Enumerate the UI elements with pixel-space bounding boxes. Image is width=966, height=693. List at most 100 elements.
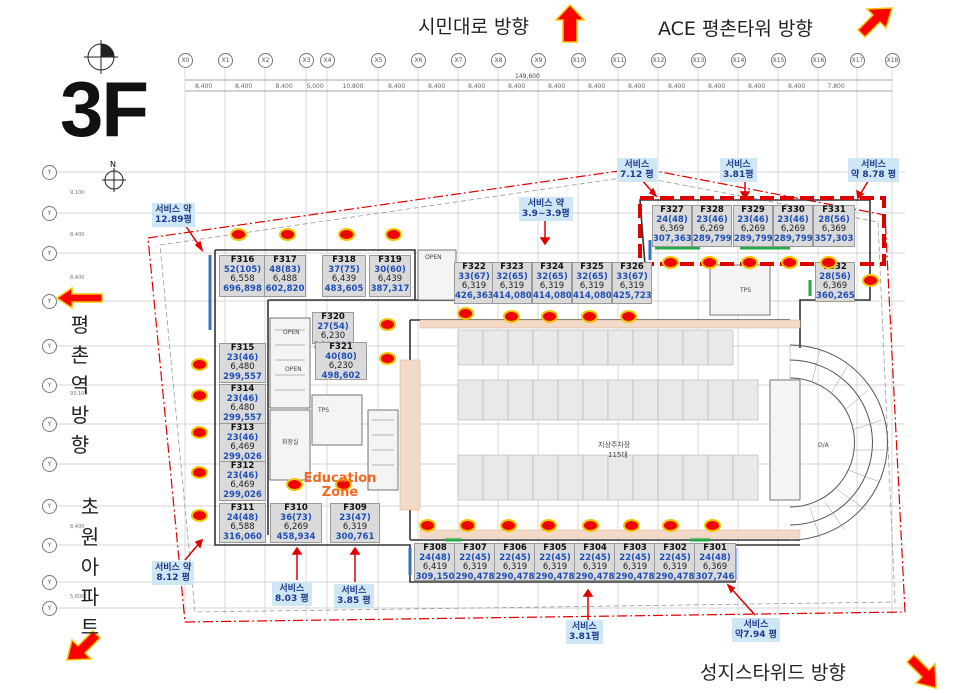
callout-line: 3.9~3.9평 bbox=[522, 209, 570, 219]
unit-pyeong: 33(67) bbox=[616, 271, 648, 282]
unit-id: F332 bbox=[823, 262, 847, 272]
unit-pyeong: 27(54) bbox=[317, 321, 349, 332]
location-marker bbox=[741, 256, 758, 269]
unit-price: 290,478 bbox=[455, 571, 495, 582]
unit-id: F330 bbox=[781, 205, 805, 215]
svg-text:93,100: 93,100 bbox=[70, 391, 88, 397]
unit-id: F303 bbox=[623, 543, 647, 553]
location-marker bbox=[704, 519, 721, 532]
unit-id: F304 bbox=[583, 543, 607, 553]
location-marker bbox=[541, 310, 558, 323]
unit-price: 414,080 bbox=[533, 290, 572, 301]
unit-pyeong: 23(46) bbox=[696, 214, 728, 225]
grid-x-marker: X8 bbox=[491, 53, 506, 68]
unit-id: F310 bbox=[284, 503, 308, 513]
direction-char: 초 bbox=[80, 495, 100, 519]
unit-price: 290,478 bbox=[655, 571, 695, 582]
location-marker bbox=[781, 256, 798, 269]
unit-id: F317 bbox=[273, 255, 297, 265]
unit-pyeong: 37(75) bbox=[328, 264, 360, 275]
grid-x-marker: X2 bbox=[258, 53, 273, 68]
callout-line: 서비스 약 bbox=[155, 205, 192, 215]
unit-price: 290,478 bbox=[495, 571, 535, 582]
unit-pyeong: 22(45) bbox=[459, 552, 491, 563]
unit-price: 299,026 bbox=[223, 451, 262, 462]
unit-price: 290,478 bbox=[615, 571, 655, 582]
unit-pyeong: 52(105) bbox=[223, 264, 262, 275]
grid-y-marker: Y bbox=[42, 601, 57, 616]
unit-area: 6,439 bbox=[377, 274, 403, 285]
grid-y-marker: Y bbox=[42, 378, 57, 393]
unit-id: F318 bbox=[332, 255, 356, 265]
unit-area: 6,480 bbox=[230, 362, 255, 373]
direction-ace-tower: ACE 평촌타워 방향 bbox=[658, 18, 813, 40]
location-marker bbox=[457, 307, 474, 320]
location-marker bbox=[385, 228, 402, 241]
location-marker bbox=[820, 256, 837, 269]
unit-area: 6,319 bbox=[539, 281, 565, 292]
svg-text:N: N bbox=[110, 160, 116, 169]
unit-id: F327 bbox=[660, 205, 684, 215]
unit-price: 309,150 bbox=[415, 571, 455, 582]
unit-price: 696,898 bbox=[223, 283, 262, 294]
callout-line: 서비스 bbox=[743, 620, 769, 630]
svg-text:8,400: 8,400 bbox=[70, 524, 84, 530]
unit-area: 6,369 bbox=[702, 562, 728, 573]
unit-area: 6,319 bbox=[502, 562, 528, 573]
location-marker bbox=[191, 389, 208, 402]
unit-area: 6,469 bbox=[230, 442, 255, 453]
unit-area: 6,488 bbox=[272, 274, 298, 285]
unit-pyeong: 23(46) bbox=[226, 352, 259, 363]
grid-x-marker: X13 bbox=[691, 53, 706, 68]
grid-x-marker: X6 bbox=[411, 53, 426, 68]
location-marker bbox=[581, 310, 598, 323]
unit-price: 498,602 bbox=[321, 370, 361, 381]
unit-area: 6,269 bbox=[740, 224, 766, 235]
grid-y-marker: Y bbox=[42, 206, 57, 221]
unit-area: 6,319 bbox=[619, 281, 645, 292]
unit-id: F309 bbox=[343, 503, 367, 513]
location-marker bbox=[582, 519, 599, 532]
location-marker bbox=[701, 256, 718, 269]
callout-line: 약7.94 평 bbox=[735, 630, 777, 640]
unit-area: 6,319 bbox=[579, 281, 605, 292]
unit-id: F320 bbox=[321, 312, 345, 322]
location-marker bbox=[459, 519, 476, 532]
